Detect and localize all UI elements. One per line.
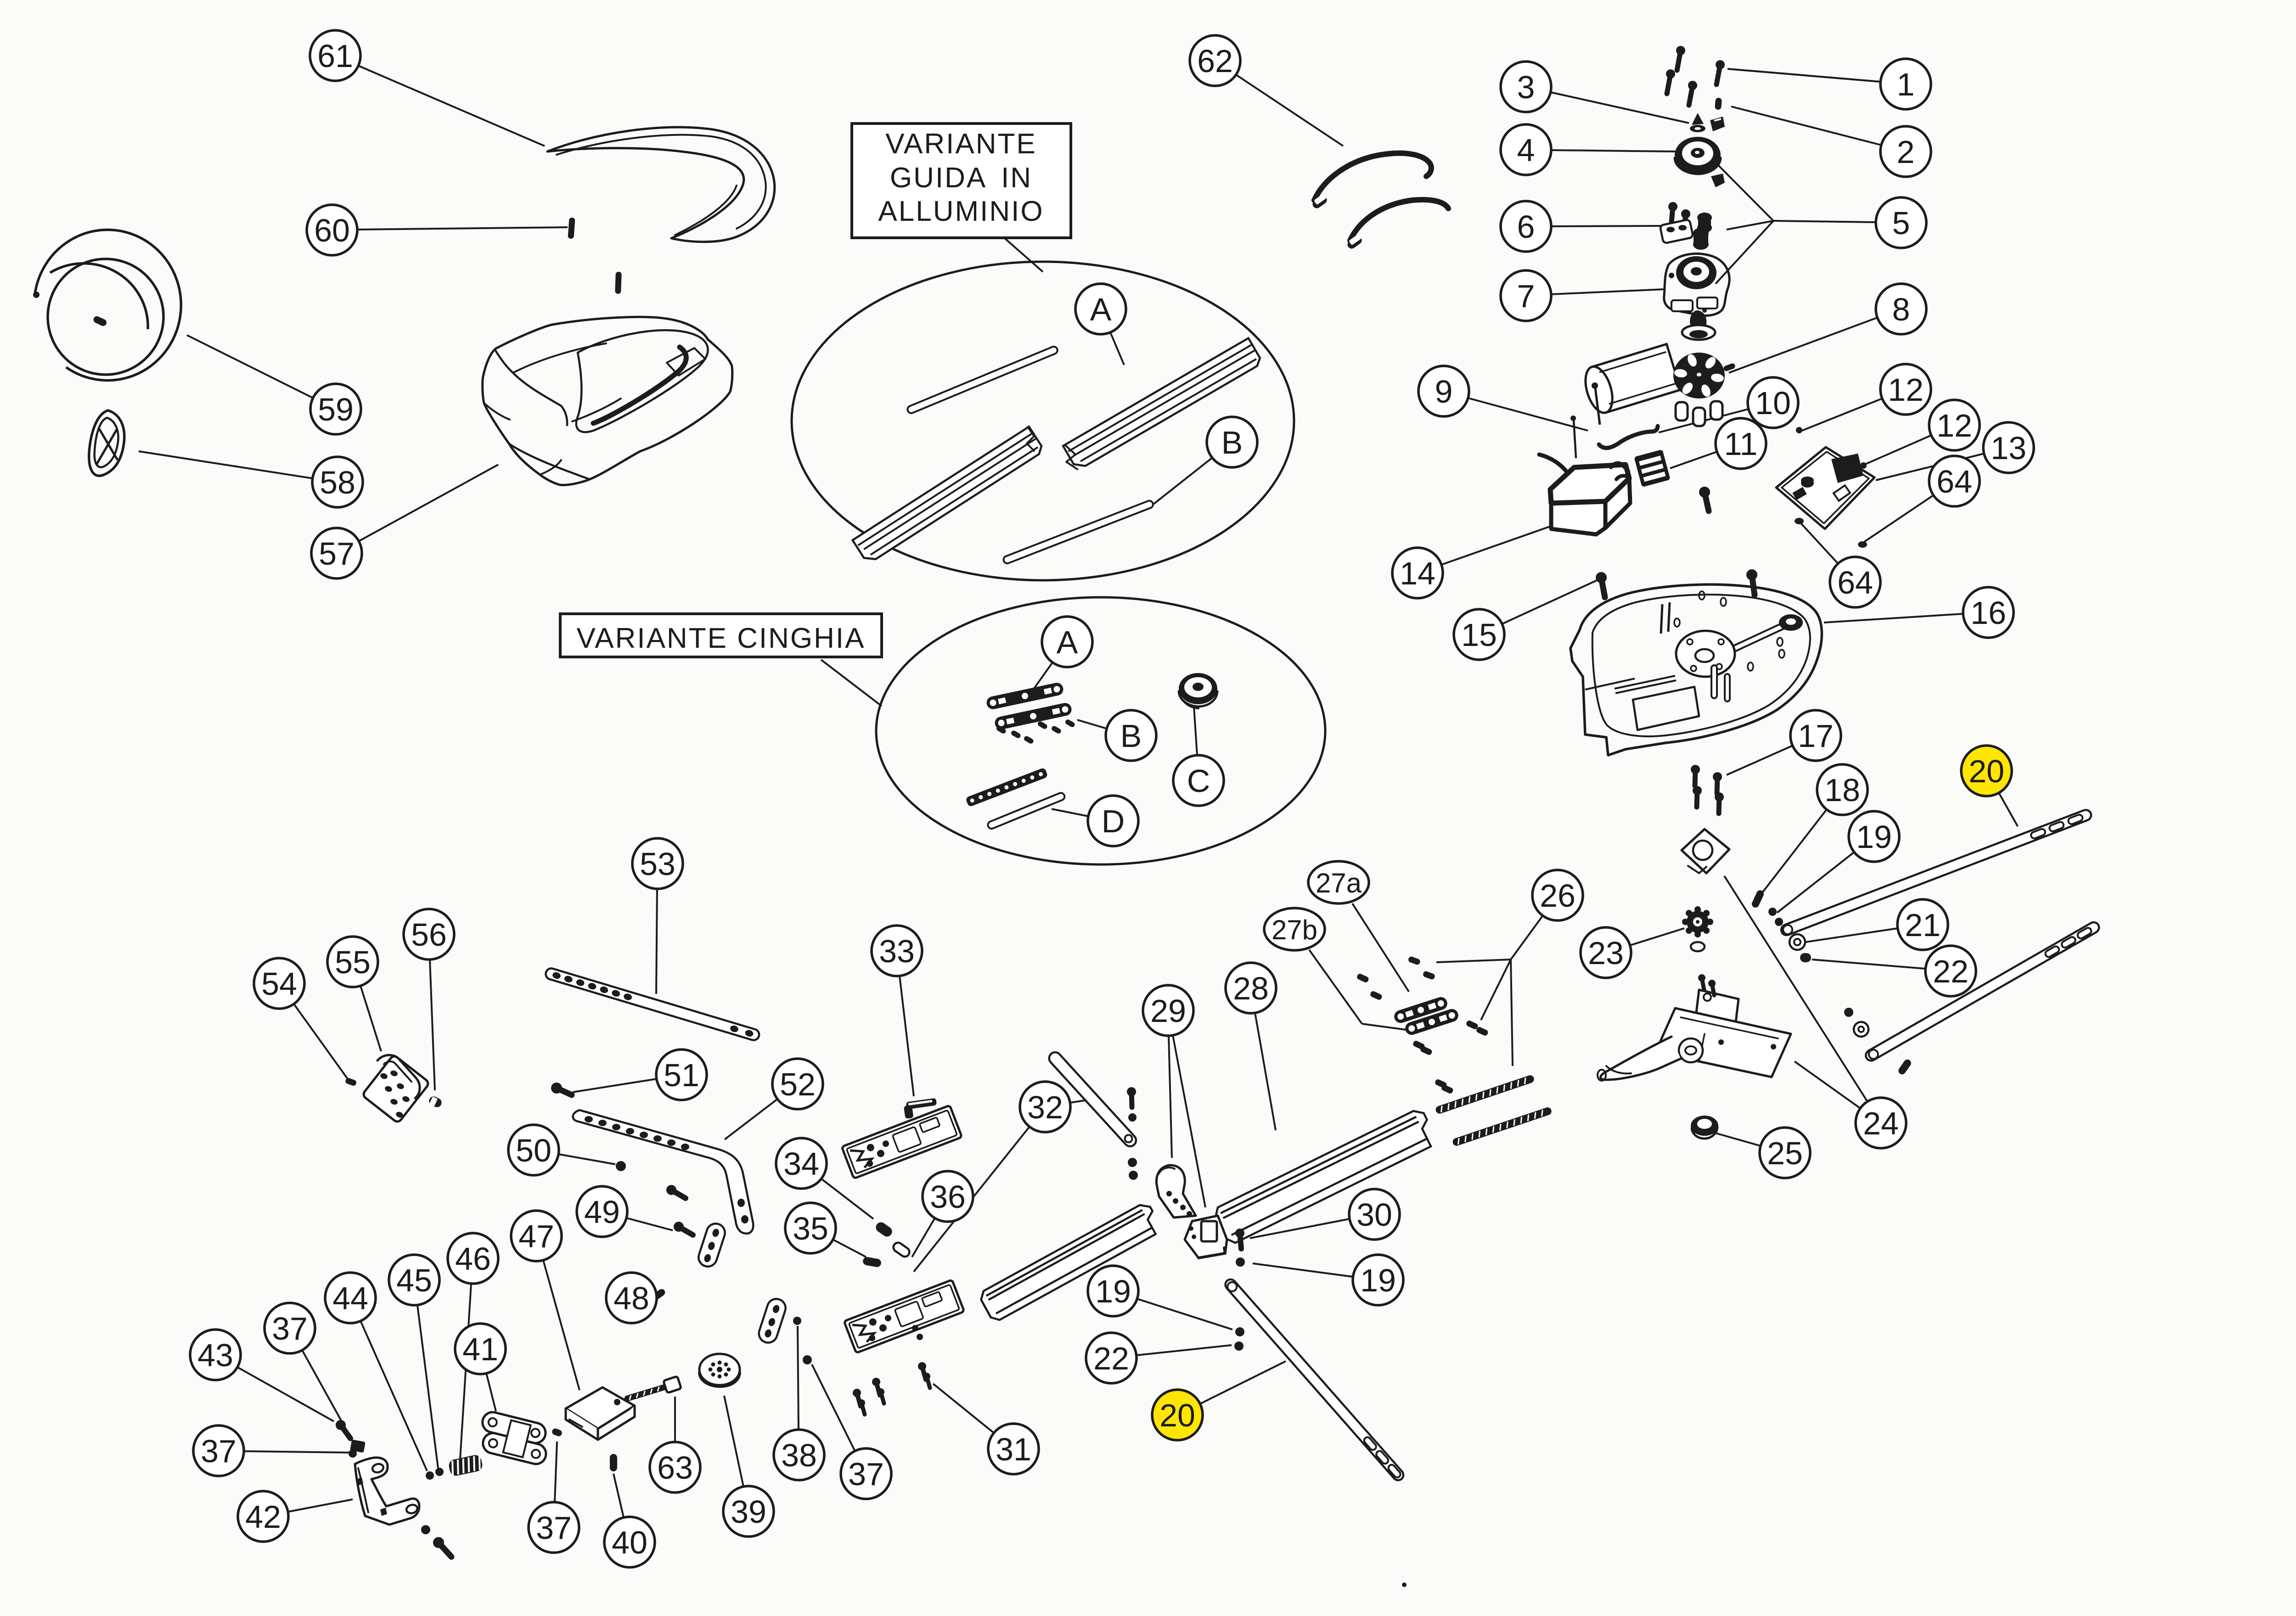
svg-text:42: 42 [245, 1499, 281, 1535]
svg-text:55: 55 [335, 944, 371, 980]
svg-text:51: 51 [664, 1057, 699, 1093]
svg-text:30: 30 [1356, 1197, 1392, 1233]
svg-text:6: 6 [1517, 209, 1535, 245]
svg-text:14: 14 [1400, 556, 1435, 591]
svg-text:34: 34 [783, 1146, 819, 1182]
svg-text:D: D [1102, 803, 1125, 839]
svg-text:64: 64 [1837, 565, 1873, 600]
svg-text:62: 62 [1197, 43, 1233, 79]
svg-text:56: 56 [411, 917, 447, 953]
svg-text:VARIANTE: VARIANTE [885, 128, 1036, 160]
svg-text:26: 26 [1540, 878, 1576, 914]
svg-text:54: 54 [261, 966, 297, 1002]
svg-text:48: 48 [613, 1280, 649, 1316]
svg-text:2: 2 [1897, 134, 1915, 170]
svg-text:32: 32 [1027, 1089, 1063, 1125]
svg-text:43: 43 [197, 1337, 233, 1373]
svg-text:25: 25 [1767, 1135, 1803, 1171]
svg-text:37: 37 [536, 1510, 572, 1546]
svg-text:50: 50 [516, 1133, 551, 1168]
svg-text:29: 29 [1150, 993, 1186, 1029]
svg-text:37: 37 [272, 1311, 308, 1347]
svg-text:9: 9 [1435, 374, 1453, 410]
svg-text:33: 33 [879, 933, 915, 969]
svg-text:B: B [1221, 425, 1243, 460]
svg-text:46: 46 [455, 1241, 491, 1277]
svg-text:17: 17 [1798, 718, 1834, 754]
svg-text:64: 64 [1936, 464, 1972, 499]
svg-text:19: 19 [1095, 1274, 1131, 1309]
svg-text:22: 22 [1093, 1341, 1129, 1376]
svg-text:20: 20 [1969, 753, 2004, 789]
svg-text:37: 37 [201, 1433, 236, 1469]
svg-text:31: 31 [996, 1431, 1031, 1467]
svg-text:16: 16 [1970, 595, 2006, 631]
svg-text:45: 45 [396, 1262, 432, 1298]
svg-text:B: B [1120, 718, 1142, 754]
svg-text:8: 8 [1892, 292, 1910, 327]
svg-text:39: 39 [731, 1494, 766, 1530]
svg-text:10: 10 [1755, 385, 1791, 421]
svg-text:GUIDA IN: GUIDA IN [890, 162, 1032, 194]
svg-text:61: 61 [317, 38, 353, 74]
svg-text:20: 20 [1159, 1397, 1195, 1433]
svg-text:19: 19 [1360, 1262, 1396, 1298]
svg-text:22: 22 [1933, 954, 1969, 989]
svg-text:13: 13 [1991, 430, 2026, 466]
svg-text:12: 12 [1936, 408, 1972, 443]
svg-text:3: 3 [1517, 69, 1535, 105]
svg-text:41: 41 [462, 1331, 498, 1367]
svg-text:58: 58 [320, 465, 355, 500]
svg-text:7: 7 [1517, 278, 1535, 314]
svg-text:27a: 27a [1316, 868, 1362, 898]
svg-text:47: 47 [518, 1218, 554, 1254]
svg-text:59: 59 [318, 392, 354, 427]
svg-text:35: 35 [793, 1211, 828, 1246]
svg-text:15: 15 [1461, 617, 1497, 653]
svg-text:57: 57 [319, 536, 355, 572]
svg-text:37: 37 [848, 1456, 884, 1492]
svg-text:60: 60 [314, 213, 350, 248]
svg-text:12: 12 [1888, 372, 1924, 408]
svg-text:53: 53 [640, 846, 675, 882]
svg-text:VARIANTE CINGHIA: VARIANTE CINGHIA [576, 623, 865, 654]
svg-text:63: 63 [657, 1450, 693, 1486]
svg-text:23: 23 [1588, 935, 1624, 971]
svg-text:52: 52 [780, 1066, 816, 1102]
svg-text:27b: 27b [1272, 915, 1317, 945]
svg-text:49: 49 [584, 1194, 620, 1230]
svg-text:28: 28 [1233, 971, 1269, 1006]
svg-text:ALLUMINIO: ALLUMINIO [878, 196, 1044, 227]
svg-text:11: 11 [1724, 426, 1758, 462]
svg-text:44: 44 [332, 1280, 368, 1316]
svg-text:A: A [1057, 624, 1078, 660]
svg-text:4: 4 [1517, 132, 1535, 168]
svg-text:1: 1 [1897, 67, 1915, 102]
svg-text:19: 19 [1856, 819, 1892, 855]
svg-text:18: 18 [1824, 772, 1860, 808]
svg-text:5: 5 [1892, 205, 1910, 241]
svg-text:21: 21 [1905, 907, 1941, 943]
svg-text:40: 40 [612, 1525, 647, 1560]
svg-text:38: 38 [781, 1437, 817, 1473]
svg-text:36: 36 [930, 1179, 966, 1215]
svg-text:A: A [1090, 292, 1112, 327]
svg-text:24: 24 [1863, 1105, 1899, 1141]
svg-text:C: C [1187, 763, 1210, 799]
